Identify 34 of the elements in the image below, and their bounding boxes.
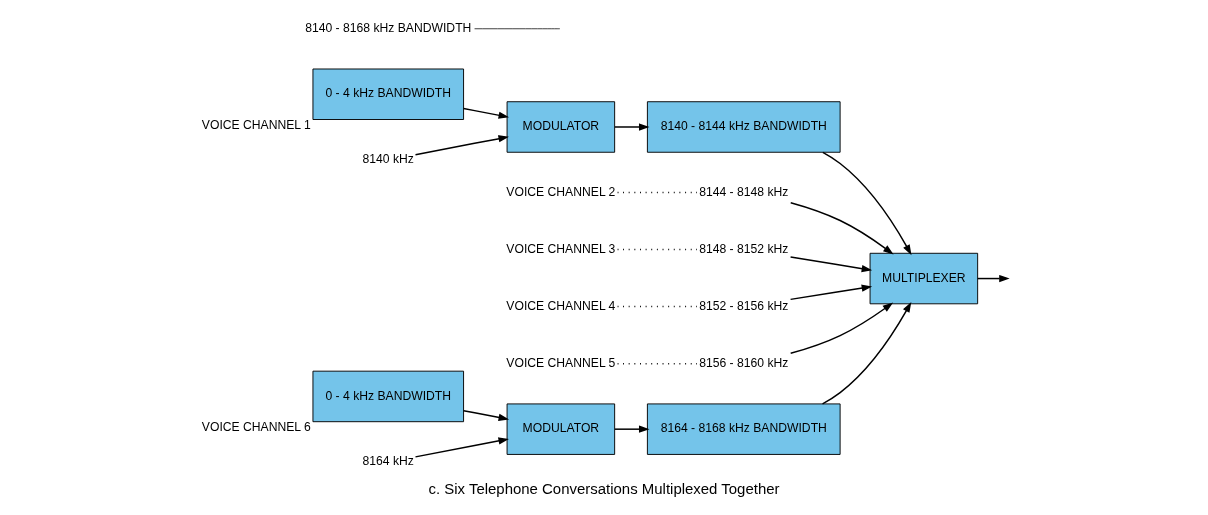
arrow [414, 135, 509, 156]
node-box: 0 - 4 kHz BANDWIDTH [312, 370, 465, 423]
node-box: MODULATOR [506, 101, 616, 153]
arrow [414, 437, 509, 458]
node-text: 8152 - 8156 kHz [699, 298, 789, 313]
caption: c. Six Telephone Conversations Multiplexed Together [428, 480, 780, 498]
node-box: MODULATOR [506, 403, 616, 455]
node-label: VOICE CHANNEL 1 [201, 118, 311, 133]
arrow [462, 409, 510, 422]
node-text: VOICE CHANNEL 3 [506, 241, 616, 256]
arrow [822, 151, 912, 256]
arrow [789, 302, 894, 355]
node-text: 8148 - 8152 kHz [699, 241, 789, 256]
node-text: 8140 kHz [362, 151, 414, 166]
arrow [821, 301, 912, 405]
arrow [614, 123, 650, 131]
arrow [976, 274, 1010, 283]
node-text: 8144 - 8148 kHz [699, 184, 789, 199]
arrow [462, 107, 510, 119]
node-text: 8164 kHz [362, 454, 414, 469]
arrow [789, 256, 873, 273]
arrow [790, 202, 894, 255]
arrow [614, 425, 650, 433]
arrow [789, 284, 873, 301]
node-text: VOICE CHANNEL 2 [506, 184, 616, 199]
node-text: 8156 - 8160 kHz [699, 355, 789, 370]
node-box: 8140 - 8144 kHz BANDWIDTH [646, 101, 841, 153]
node-box: 8164 - 8168 kHz BANDWIDTH [646, 403, 841, 455]
node-box: 0 - 4 kHz BANDWIDTH [312, 68, 465, 120]
node-text: 8140 - 8168 kHz BANDWIDTH [305, 20, 472, 35]
node-label: VOICE CHANNEL 6 [201, 420, 311, 435]
node-text: VOICE CHANNEL 4 [506, 298, 616, 313]
node-box: MULTIPLEXER [869, 252, 979, 305]
node-text: VOICE CHANNEL 5 [506, 355, 616, 370]
